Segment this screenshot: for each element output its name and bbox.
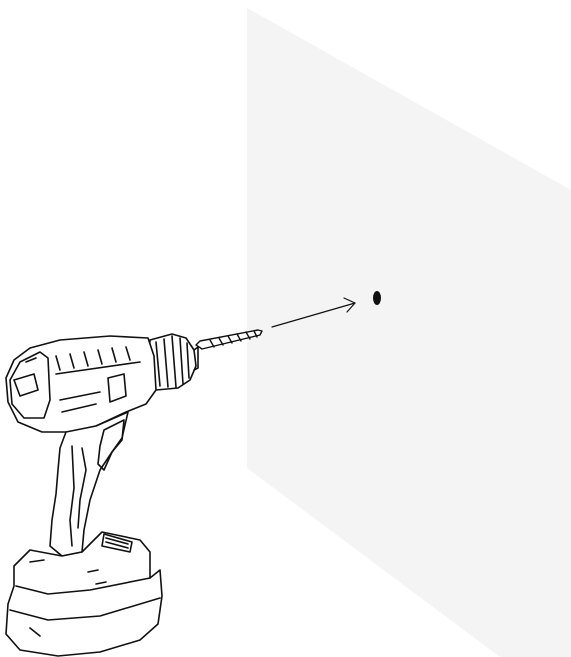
drill-hole bbox=[373, 291, 381, 305]
wall-panel bbox=[247, 8, 571, 657]
drill-battery bbox=[6, 532, 162, 656]
drill bbox=[6, 334, 198, 656]
